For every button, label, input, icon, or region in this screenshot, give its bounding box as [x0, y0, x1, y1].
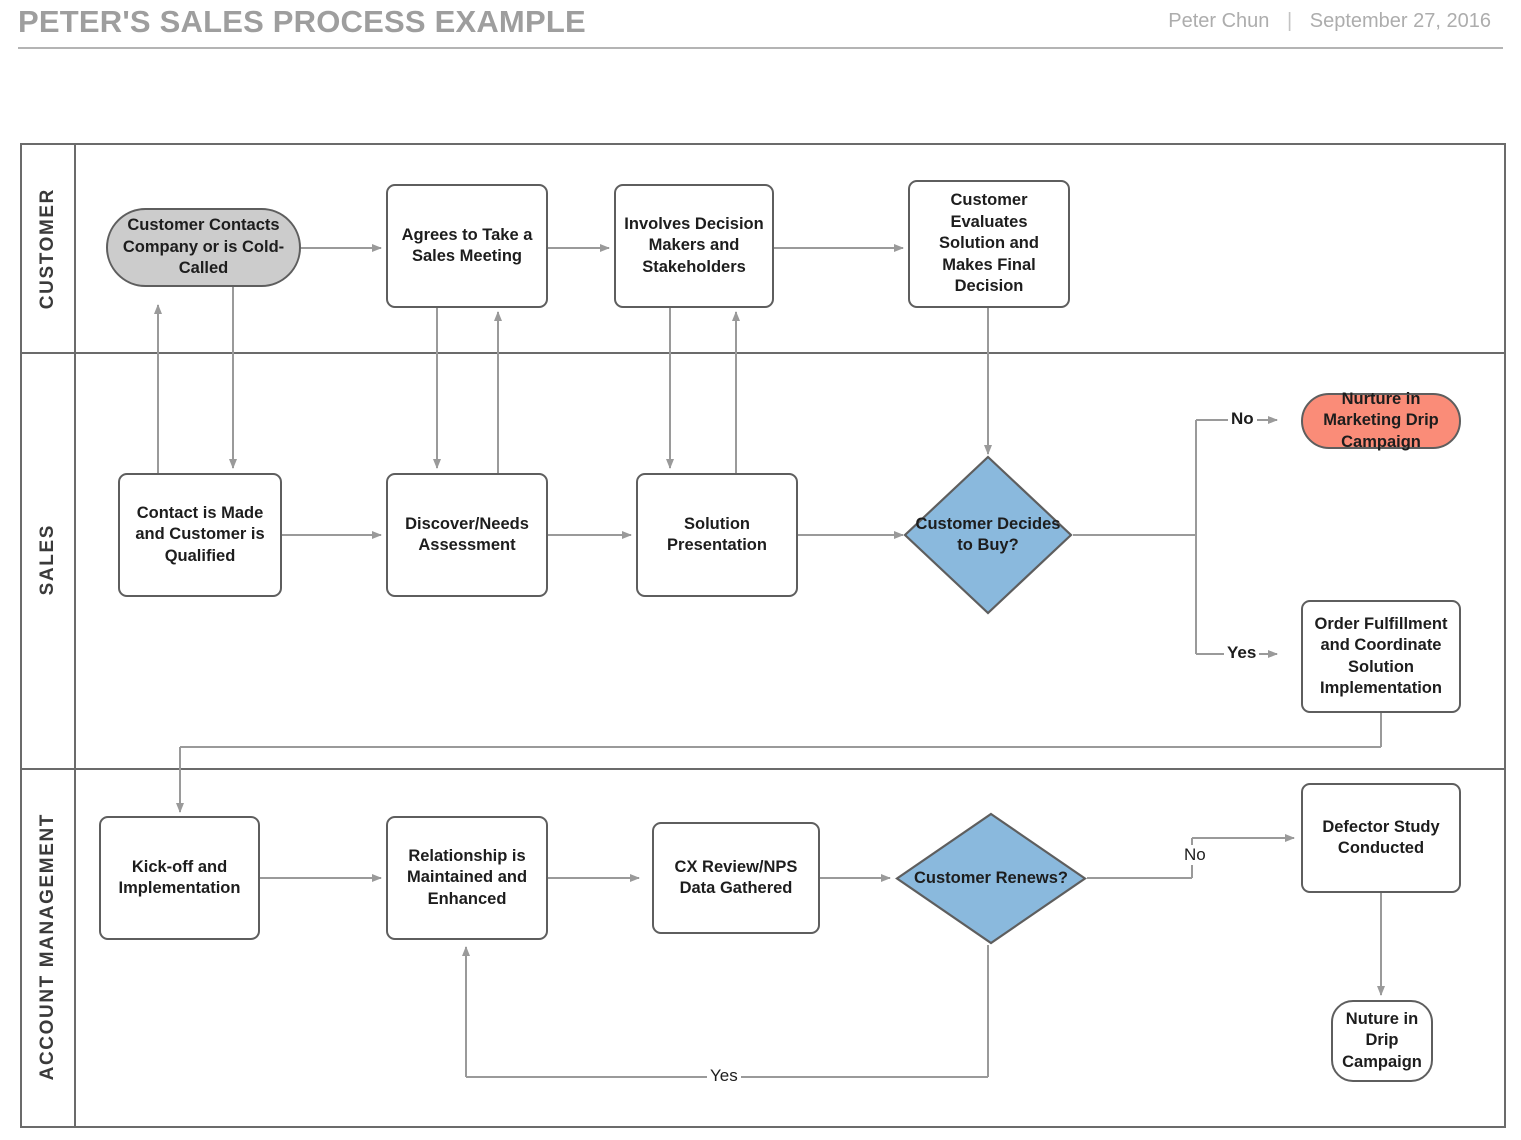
- node-label: Customer Contacts Company or is Cold-Cal…: [122, 216, 285, 278]
- lane-header-separator: [74, 145, 76, 1126]
- node-nurture-marketing-drip[interactable]: Nurture in Marketing Drip Campaign: [1301, 390, 1461, 451]
- node-label: Relationship is Maintained and Enhanced: [406, 846, 528, 908]
- lane-label-account-management: ACCOUNT MANAGEMENT: [37, 813, 58, 1081]
- diamond-shape: [895, 812, 1087, 945]
- node-label: Customer Renews?: [913, 868, 1069, 887]
- header-date: September 27, 2016: [1309, 10, 1491, 32]
- node-cx-review-nps[interactable]: CX Review/NPS Data Gathered: [652, 822, 820, 934]
- header-separator: |: [1286, 10, 1293, 32]
- node-solution-presentation[interactable]: Solution Presentation: [636, 473, 798, 597]
- node-kickoff-implementation[interactable]: Kick-off and Implementation: [99, 816, 260, 940]
- page-title: PETER'S SALES PROCESS EXAMPLE: [18, 4, 586, 39]
- node-customer-evaluates[interactable]: Customer Evaluates Solution and Makes Fi…: [908, 180, 1070, 308]
- header-divider: [18, 47, 1503, 49]
- node-customer-contacts[interactable]: Customer Contacts Company or is Cold-Cal…: [106, 208, 301, 287]
- node-label: Nurture in Marketing Drip Campaign: [1323, 389, 1439, 451]
- header-author: Peter Chun: [1168, 10, 1270, 32]
- node-label: Contact is Made and Customer is Qualifie…: [135, 503, 265, 565]
- node-contact-made-qualified[interactable]: Contact is Made and Customer is Qualifie…: [118, 473, 282, 597]
- lane-divider-sales-account: [22, 768, 1504, 770]
- node-label: Discover/Needs Assessment: [405, 514, 529, 554]
- node-nuture-drip-campaign[interactable]: Nuture in Drip Campaign: [1331, 1000, 1433, 1082]
- node-label: Kick-off and Implementation: [118, 857, 241, 897]
- node-defector-study[interactable]: Defector Study Conducted: [1301, 783, 1461, 893]
- node-label: Nuture in Drip Campaign: [1342, 1009, 1422, 1071]
- edge-label-decide-yes: Yes: [1224, 643, 1260, 663]
- node-label: CX Review/NPS Data Gathered: [674, 857, 798, 897]
- node-label: Customer Decides to Buy?: [915, 514, 1061, 554]
- node-involves-decision-makers[interactable]: Involves Decision Makers and Stakeholder…: [614, 184, 774, 308]
- lane-label-sales: SALES: [37, 524, 58, 596]
- node-order-fulfillment[interactable]: Order Fulfillment and Coordinate Solutio…: [1301, 600, 1461, 713]
- node-label: Solution Presentation: [667, 514, 767, 554]
- node-label: Customer Evaluates Solution and Makes Fi…: [939, 191, 1039, 296]
- lane-label-customer: CUSTOMER: [37, 187, 58, 310]
- node-relationship-maintained[interactable]: Relationship is Maintained and Enhanced: [386, 816, 548, 940]
- swimlane-frame: CUSTOMER SALES ACCOUNT MANAGEMENT: [20, 143, 1506, 1128]
- edge-label-renew-yes: Yes: [707, 1066, 741, 1086]
- node-label: Involves Decision Makers and Stakeholder…: [624, 214, 764, 276]
- edge-label-renew-no: No: [1181, 845, 1209, 865]
- edge-label-decide-no: No: [1228, 409, 1257, 429]
- diamond-shape: [903, 455, 1073, 615]
- header-meta: Peter Chun | September 27, 2016: [1168, 10, 1491, 33]
- node-label: Order Fulfillment and Coordinate Solutio…: [1314, 614, 1448, 697]
- node-label: Defector Study Conducted: [1322, 817, 1440, 857]
- node-agrees-to-meeting[interactable]: Agrees to Take a Sales Meeting: [386, 184, 548, 308]
- node-discover-needs-assessment[interactable]: Discover/Needs Assessment: [386, 473, 548, 597]
- lane-divider-customer-sales: [22, 352, 1504, 354]
- node-label: Agrees to Take a Sales Meeting: [401, 225, 533, 265]
- node-customer-decides-to-buy[interactable]: Customer Decides to Buy?: [903, 455, 1073, 615]
- node-customer-renews[interactable]: Customer Renews?: [895, 812, 1087, 945]
